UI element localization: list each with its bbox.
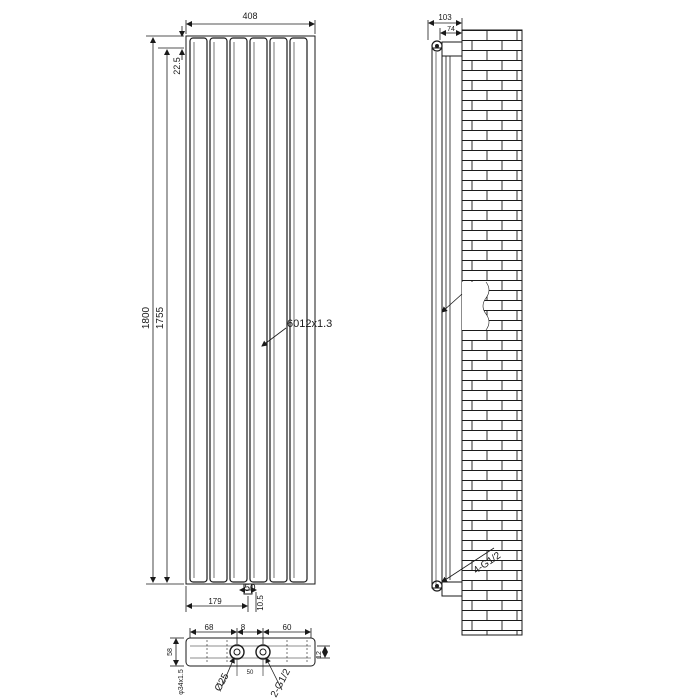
tube-5 [269, 37, 288, 583]
tube-4 [249, 37, 268, 583]
dim-right: 60 [283, 623, 292, 632]
side-view: 103 74 4-G1/2 [427, 13, 523, 636]
tube-3 [229, 37, 248, 583]
bottom-valve-icon [431, 580, 443, 592]
brick-wall [461, 29, 523, 636]
dim-depth: 103 [438, 13, 452, 22]
dim-small: 12 [316, 651, 323, 659]
tube-diameter-label: φ34x1.5 [178, 669, 185, 695]
dim-pipe-center: 50 [244, 583, 256, 594]
dim-side-offset: 179 [208, 597, 222, 606]
inlet-right-icon [255, 644, 271, 660]
top-bracket [441, 41, 463, 57]
inlet-left-icon [229, 644, 245, 660]
dim-bottom-gap: 10.5 [256, 595, 265, 611]
top-valve-icon [431, 40, 443, 52]
radiator-panels [185, 35, 316, 595]
dim-bracket-depth: 74 [447, 26, 455, 33]
dim-panel-height: 1755 [155, 306, 166, 329]
radiator-side-profile [431, 47, 443, 589]
hole-diameter-label: Ø25 [213, 671, 232, 693]
bottom-view: 68 8 60 58 12 φ34x1.5 50 Ø25 2-G1/2 [167, 623, 330, 699]
tube-1 [189, 37, 208, 583]
front-view: 408 1800 1755 22.5 6012x1.3 179 50 10.5 [141, 11, 332, 612]
dim-overall-width: 408 [242, 11, 257, 21]
tube-6 [289, 37, 308, 583]
tube-spec-label: 6012x1.3 [287, 318, 332, 330]
dim-overall-height: 1800 [141, 306, 152, 329]
tube-2 [209, 37, 228, 583]
dim-offset: 50 [247, 670, 254, 676]
dim-height: 58 [167, 648, 174, 656]
dim-top-offset: 22.5 [172, 57, 182, 75]
dim-mid: 8 [241, 623, 246, 632]
bottom-bracket [441, 581, 463, 597]
bottom-tube-row [185, 637, 316, 667]
dim-left: 68 [205, 623, 214, 632]
